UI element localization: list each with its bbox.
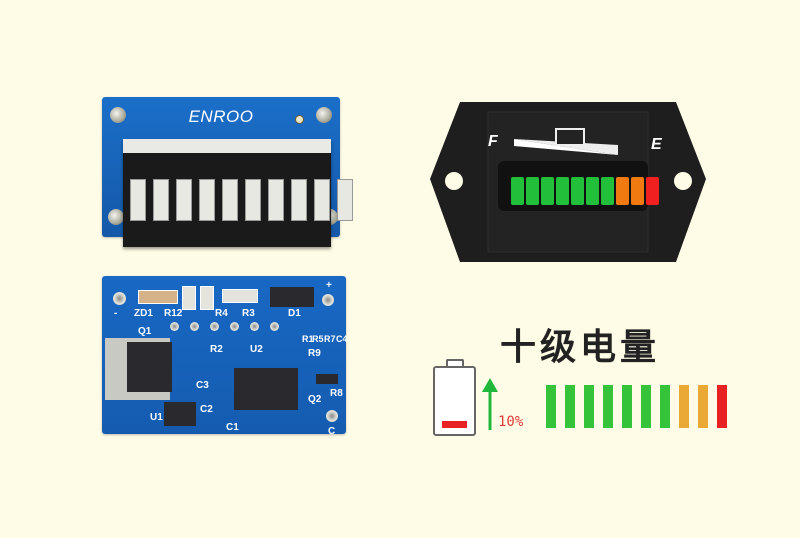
pcb-label: R4 [215,308,228,319]
meter-segment [631,177,644,205]
pcb-label: U1 [150,412,163,423]
full-label: F [488,133,498,150]
led-segment [291,179,307,221]
resistor [200,286,214,310]
level-bar [622,385,632,428]
zener-diode [138,290,178,304]
pcb-label: R9 [308,348,321,359]
pcb-label: C4 [336,334,348,344]
level-bar [546,385,556,428]
led-segment [222,179,238,221]
terminal-minus [113,292,126,305]
level-bars [546,385,727,428]
pcb-label: U2 [250,344,263,355]
led-segments [130,179,353,221]
pcb-label: Q1 [138,326,152,337]
led-segment [153,179,169,221]
resistor [182,286,196,310]
via-hole [295,115,304,124]
led-segment [199,179,215,221]
battery-low-level [442,421,467,428]
level-bar [565,385,575,428]
level-bar [584,385,594,428]
screw-icon [110,107,126,123]
level-bar [717,385,727,428]
screw-icon [316,107,332,123]
pcb-label: C [328,426,336,437]
battery-cap [446,359,464,368]
led-segment [130,179,146,221]
pcb-label: C1 [226,422,239,433]
pcb-label: D1 [288,308,301,319]
level-bar [660,385,670,428]
meter-segment [526,177,539,205]
battery-icon [433,366,476,436]
level-bar [698,385,708,428]
level-bar [603,385,613,428]
resistor-r3 [222,289,258,303]
empty-label: E [651,136,662,153]
meter-segment [586,177,599,205]
ic-u2 [234,368,298,410]
diode-d1 [270,287,314,307]
mosfet-q1 [127,342,172,392]
meter-segment [646,177,659,205]
meter-segment [571,177,584,205]
terminal-c [326,410,338,422]
title-ten-level: 十级电量 [500,327,661,368]
pcb-label: R8 [330,388,343,399]
transistor-q2 [316,374,338,384]
terminal-plus [322,294,334,306]
pcb-label: R1 [302,334,314,344]
pcb-label: + [326,280,332,291]
header-pins [170,322,279,331]
led-segment [314,179,330,221]
pcb-label: R12 [164,308,183,319]
pcb-label: - [114,308,118,319]
product-back-pcb: - + ZD1 R12 R4 R3 D1 Q1 R2 U2 R1 R5 R7 C… [102,276,348,437]
battery-meter: F E [430,99,706,265]
pcb-label: C2 [200,404,213,415]
pcb-label: R5 [312,334,324,344]
level-bar [679,385,689,428]
meter-segment [511,177,524,205]
led-segment [176,179,192,221]
brand-label: ENROO [188,107,254,126]
led-segment [337,179,353,221]
regulator-u1 [164,402,196,426]
product-front-pcb: ENROO [102,97,353,247]
pcb-label: R2 [210,344,223,355]
meter-segment [556,177,569,205]
pcb-label: ZD1 [134,308,153,319]
arrow-up-icon [482,378,498,430]
pcb-label: R7 [324,334,336,344]
level-bar [641,385,651,428]
pcb-label: R3 [242,308,255,319]
meter-segments [511,177,660,205]
led-segment [268,179,284,221]
step-percent: 10% [498,414,524,430]
led-segment [245,179,261,221]
led-bar-display [123,139,353,247]
meter-segment [541,177,554,205]
meter-segment [616,177,629,205]
meter-segment [601,177,614,205]
pcb-label: C3 [196,380,209,391]
screw-icon [108,209,124,225]
pcb-label: Q2 [308,394,322,405]
